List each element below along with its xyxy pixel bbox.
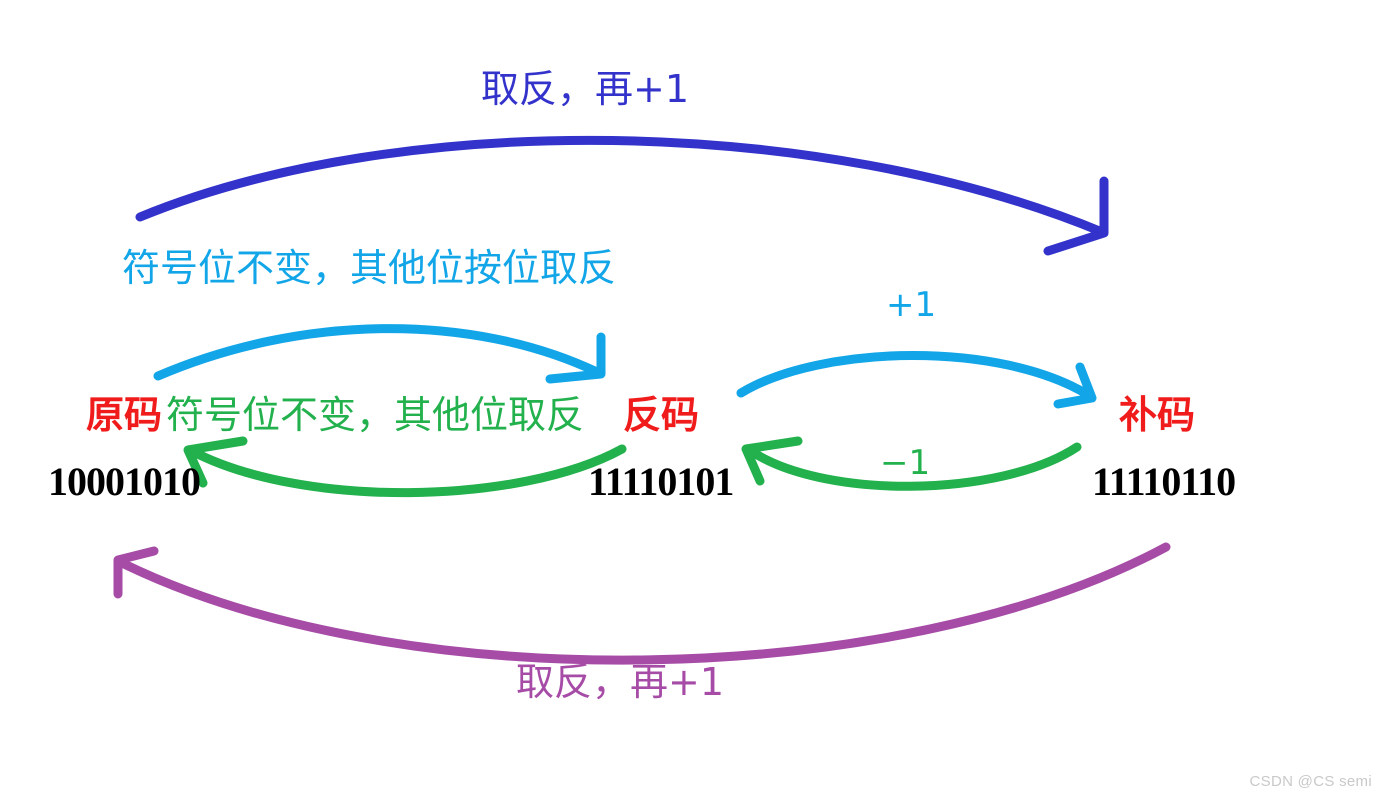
- arrow-original-to-twos-complement: [135, 135, 1109, 256]
- arrow-twos-complement-to-original: [113, 542, 1171, 665]
- annotation-top-blue: 取反，再+1: [481, 67, 690, 111]
- node-binary-ones-complement: 11110101: [588, 459, 734, 504]
- node-label-ones-complement: 反码: [623, 393, 700, 437]
- node-binary-original: 10001010: [48, 459, 201, 504]
- arrow-ones-to-twos-complement: [736, 351, 1097, 409]
- watermark: CSDN @CS semi: [1249, 773, 1372, 790]
- arrow-ones-complement-to-original: [183, 436, 627, 498]
- annotation-green-left: 符号位不变，其他位取反: [166, 393, 585, 437]
- node-label-twos-complement: 补码: [1119, 393, 1196, 437]
- node-binary-twos-complement: 11110110: [1092, 459, 1236, 504]
- arrow-twos-to-ones-complement: [741, 436, 1082, 491]
- annotation-cyan-left: 符号位不变，其他位按位取反: [122, 246, 617, 290]
- node-label-original: 原码: [86, 393, 163, 437]
- arrow-original-to-ones-complement: [153, 324, 606, 384]
- annotation-bottom-purple: 取反，再+1: [516, 660, 725, 704]
- annotation-green-minus-one: −1: [880, 443, 931, 483]
- annotation-cyan-plus-one: +1: [886, 285, 937, 325]
